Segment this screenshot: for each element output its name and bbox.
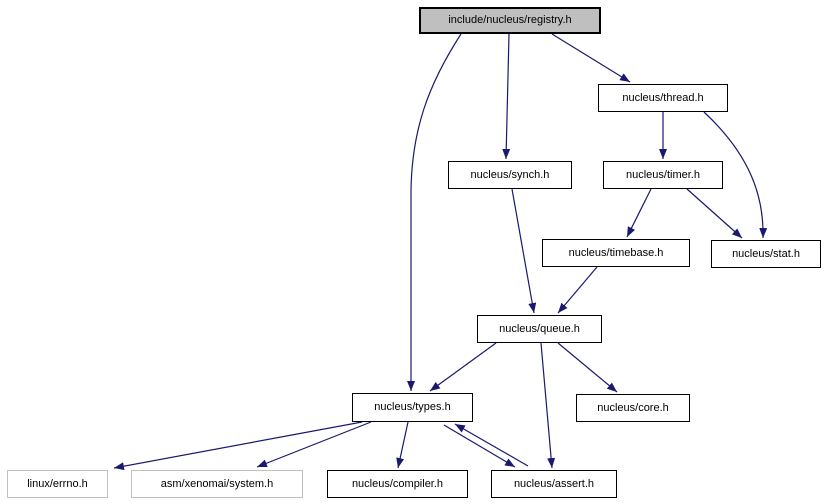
edge-types-to-errno [113,421,363,471]
edge-types-to-assert [443,424,516,468]
node-thread[interactable]: nucleus/thread.h [598,84,728,112]
edge-queue-to-assert [540,342,556,469]
node-timer[interactable]: nucleus/timer.h [603,161,723,189]
edge-registry-to-types [407,33,462,391]
node-queue[interactable]: nucleus/queue.h [477,315,602,343]
edge-queue-to-types [429,342,497,392]
edge-timebase-to-queue [557,266,598,314]
node-types[interactable]: nucleus/types.h [352,393,473,422]
node-core[interactable]: nucleus/core.h [576,394,690,422]
node-registry[interactable]: include/nucleus/registry.h [419,7,601,34]
node-stat[interactable]: nucleus/stat.h [711,240,821,268]
edge-timer-to-stat [686,188,743,239]
edge-synch-to-queue [511,188,537,314]
edge-registry-to-synch [502,33,511,160]
edge-timer-to-timebase [626,188,652,238]
node-errno: linux/errno.h [7,470,108,498]
edge-queue-to-core [557,342,618,393]
edge-thread-to-stat [703,111,768,239]
node-compiler[interactable]: nucleus/compiler.h [327,470,468,498]
edge-registry-to-thread [551,33,631,83]
node-synch[interactable]: nucleus/synch.h [448,161,572,189]
edge-assert-to-types [454,423,529,467]
node-system: asm/xenomai/system.h [131,470,303,498]
edge-types-to-compiler [396,421,409,469]
node-timebase[interactable]: nucleus/timebase.h [542,239,690,267]
node-assert[interactable]: nucleus/assert.h [491,470,617,498]
edge-types-to-system [256,421,372,468]
